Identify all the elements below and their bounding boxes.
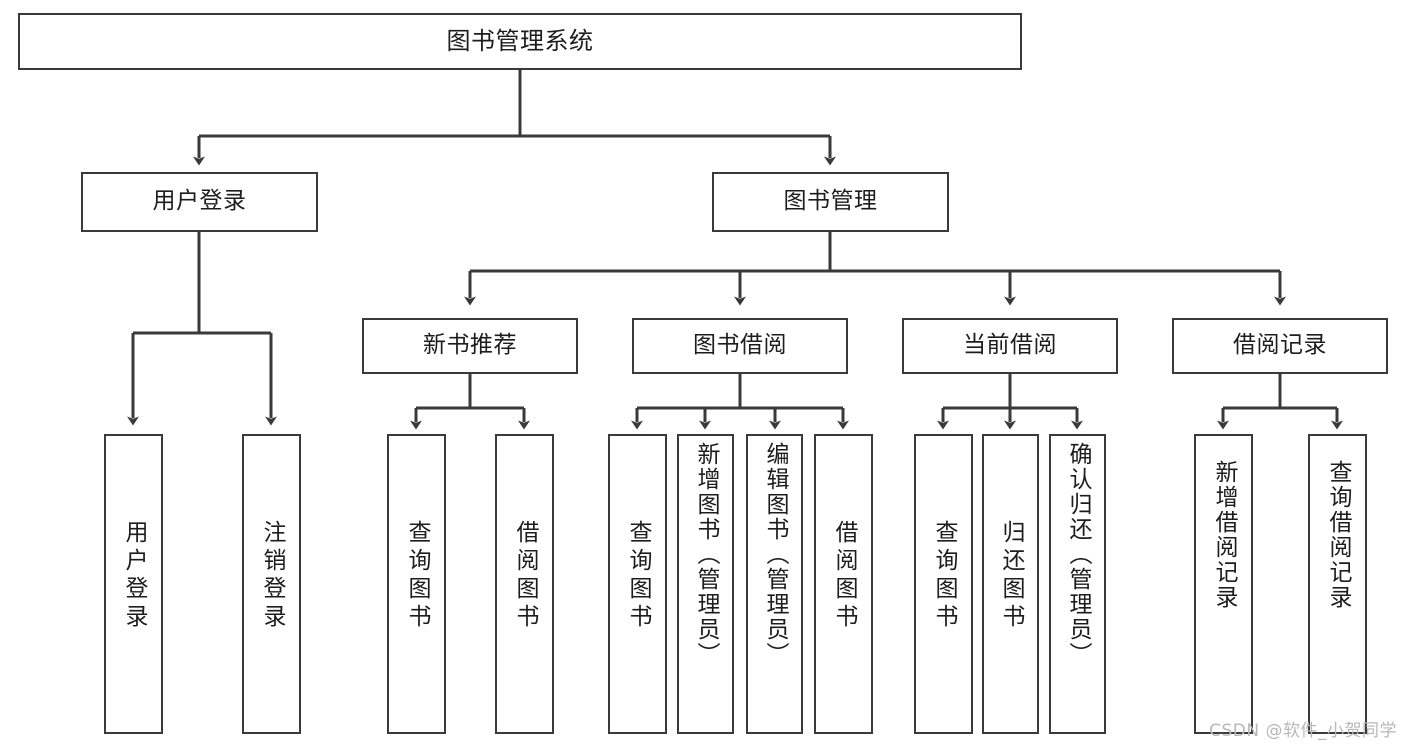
node-leaf-edit-book[interactable]: 编辑图书（管理员） [746,434,803,734]
node-leaf-query-book-1[interactable]: 查询图书 [387,434,446,734]
node-label: 借阅记录 [1233,332,1327,359]
node-book-manage[interactable]: 图书管理 [712,172,949,232]
node-book-borrow[interactable]: 图书借阅 [632,318,848,374]
node-user-login[interactable]: 用户登录 [81,172,318,232]
node-label: 用户登录 [152,188,247,215]
node-label: 确认归还（管理员） [1065,442,1091,667]
node-label: 查询图书 [625,520,651,632]
node-label: 归还图书 [998,520,1024,632]
node-label: 查询图书 [404,520,430,632]
node-leaf-return-book[interactable]: 归还图书 [982,434,1039,734]
node-label: 编辑图书（管理员） [762,442,788,667]
node-leaf-borrow-book-2[interactable]: 借阅图书 [814,434,873,734]
node-label: 新增图书（管理员） [693,442,719,667]
node-leaf-confirm-return[interactable]: 确认归还（管理员） [1049,434,1106,734]
node-borrow-record[interactable]: 借阅记录 [1172,318,1388,374]
node-label: 注销登录 [259,520,285,632]
node-label: 新书推荐 [423,332,517,359]
node-label: 图书借阅 [693,332,787,359]
watermark-text: CSDN @软件_小贺同学 [1209,721,1397,741]
node-leaf-query-book-2[interactable]: 查询图书 [608,434,667,734]
node-leaf-add-record[interactable]: 新增借阅记录 [1194,434,1253,734]
node-leaf-query-record[interactable]: 查询借阅记录 [1308,434,1367,734]
node-label: 图书管理系统 [446,27,594,56]
node-leaf-user-login[interactable]: 用户登录 [104,434,163,734]
node-label: 借阅图书 [512,520,538,632]
node-root-system[interactable]: 图书管理系统 [18,13,1022,70]
node-label: 新增借阅记录 [1211,460,1237,610]
node-leaf-add-book[interactable]: 新增图书（管理员） [677,434,734,734]
node-label: 查询图书 [931,520,957,632]
node-leaf-logout[interactable]: 注销登录 [242,434,301,734]
node-leaf-borrow-book-1[interactable]: 借阅图书 [495,434,554,734]
node-current-borrow[interactable]: 当前借阅 [902,318,1118,374]
node-label: 图书管理 [783,188,878,215]
node-label: 借阅图书 [831,520,857,632]
node-new-book-rec[interactable]: 新书推荐 [362,318,578,374]
node-label: 用户登录 [121,520,147,632]
node-leaf-query-book-3[interactable]: 查询图书 [914,434,973,734]
node-label: 查询借阅记录 [1325,460,1351,610]
node-label: 当前借阅 [963,332,1057,359]
